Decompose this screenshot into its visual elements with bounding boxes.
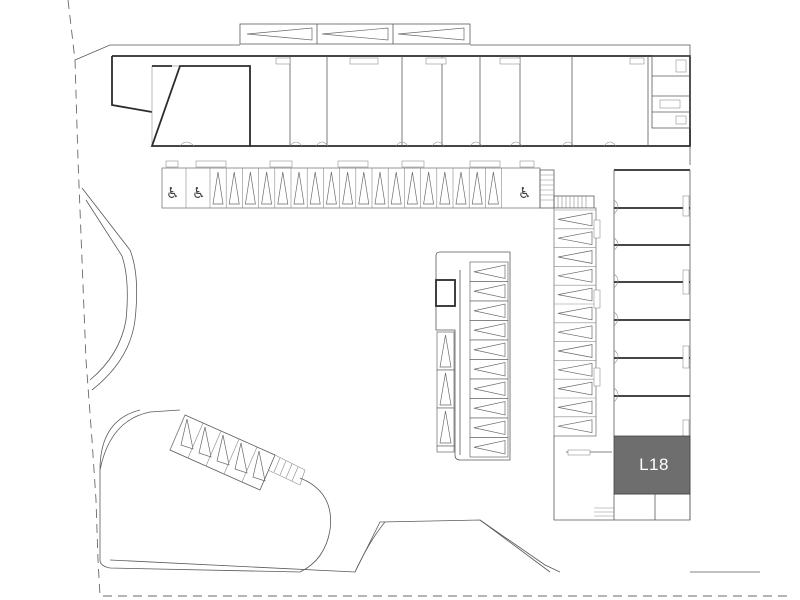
middle-parking-island — [435, 251, 511, 461]
parking-stall — [439, 171, 451, 205]
parking-stall — [469, 281, 509, 302]
accessible-parking-icon: ♿ — [192, 184, 205, 202]
parking-stall — [261, 171, 273, 205]
property-boundary — [67, 0, 790, 597]
parking-stall — [557, 400, 593, 415]
parking-stall — [216, 434, 230, 466]
parking-stall — [471, 171, 483, 205]
accessible-parking-icon: ♿ — [166, 184, 179, 202]
parking-stall — [205, 430, 222, 467]
parking-stall — [469, 300, 509, 321]
road-edge — [99, 477, 332, 573]
parking-stall — [557, 268, 593, 283]
road-edge — [81, 187, 138, 391]
parking-stall — [374, 171, 386, 205]
parking-stall — [436, 331, 455, 371]
road-edge — [85, 199, 128, 381]
parking-stall — [469, 398, 509, 419]
parking-stall — [557, 381, 593, 396]
parking-stall — [557, 419, 593, 434]
parking-stall — [187, 422, 204, 459]
parking-stall — [436, 369, 455, 409]
parking-stall — [455, 171, 467, 205]
right-parking-column — [553, 207, 601, 437]
parking-stall — [469, 437, 509, 458]
parking-stall — [473, 381, 506, 396]
parking-stall — [423, 171, 435, 205]
parking-stall — [557, 212, 593, 227]
road-edge — [470, 44, 691, 55]
parking-stall — [439, 410, 452, 444]
parking-stall — [390, 171, 402, 205]
parking-stall — [473, 323, 506, 338]
parking-stall — [228, 171, 240, 205]
parking-stall — [241, 446, 258, 483]
parking-stall — [342, 171, 354, 205]
right-building-row — [613, 169, 691, 521]
parking-stall — [436, 407, 455, 447]
parking-stall — [439, 334, 452, 368]
parking-stall — [406, 171, 418, 205]
parking-stall — [473, 440, 506, 455]
parking-stall — [557, 344, 593, 358]
parking-stall — [557, 250, 593, 264]
parking-stall — [473, 303, 506, 318]
parking-stall — [469, 378, 509, 399]
accessible-parking-icon: ♿ — [518, 184, 531, 202]
walkway — [553, 436, 614, 521]
road-edge — [109, 519, 561, 573]
parking-stall — [439, 372, 452, 406]
parking-stall — [234, 442, 248, 474]
entrance-canopy — [239, 23, 471, 45]
parking-stall — [469, 261, 509, 282]
parking-stall — [223, 438, 240, 475]
parking-stall — [212, 171, 224, 205]
parking-stall — [557, 231, 593, 246]
parking-stall — [469, 359, 509, 380]
unit-l18-label: L18 — [639, 455, 669, 474]
parking-stall — [358, 171, 370, 205]
parking-stall — [473, 342, 506, 357]
parking-stall — [198, 426, 212, 458]
unit-l18[interactable] — [613, 435, 691, 495]
parking-stall — [180, 418, 194, 450]
parking-stall — [473, 362, 506, 377]
parking-stall — [557, 287, 593, 302]
parking-stall — [169, 414, 186, 451]
parking-stall — [293, 171, 305, 205]
parking-stall — [487, 171, 499, 205]
road-edge — [99, 409, 181, 471]
parking-stall — [277, 171, 289, 205]
parking-stall — [244, 171, 256, 205]
road-edge — [99, 409, 141, 560]
road-edge — [479, 519, 551, 573]
upper-parking-row — [161, 160, 555, 209]
road-edge — [354, 521, 386, 573]
parking-stall — [473, 264, 506, 279]
parking-stall — [469, 320, 509, 341]
parking-stall — [325, 171, 337, 205]
road-edge — [74, 44, 240, 61]
parking-stall — [309, 171, 321, 205]
top-building-row — [111, 55, 691, 165]
parking-stall — [557, 306, 593, 321]
angled-parking-row — [169, 414, 306, 491]
parking-stall — [436, 445, 455, 453]
parking-stall — [252, 450, 266, 482]
parking-stall — [557, 325, 593, 340]
parking-stall — [473, 284, 506, 299]
parking-stall — [557, 362, 593, 377]
parking-stall — [473, 420, 506, 435]
parking-stall — [473, 401, 506, 416]
parking-stall — [469, 417, 509, 438]
parking-stall — [469, 339, 509, 360]
